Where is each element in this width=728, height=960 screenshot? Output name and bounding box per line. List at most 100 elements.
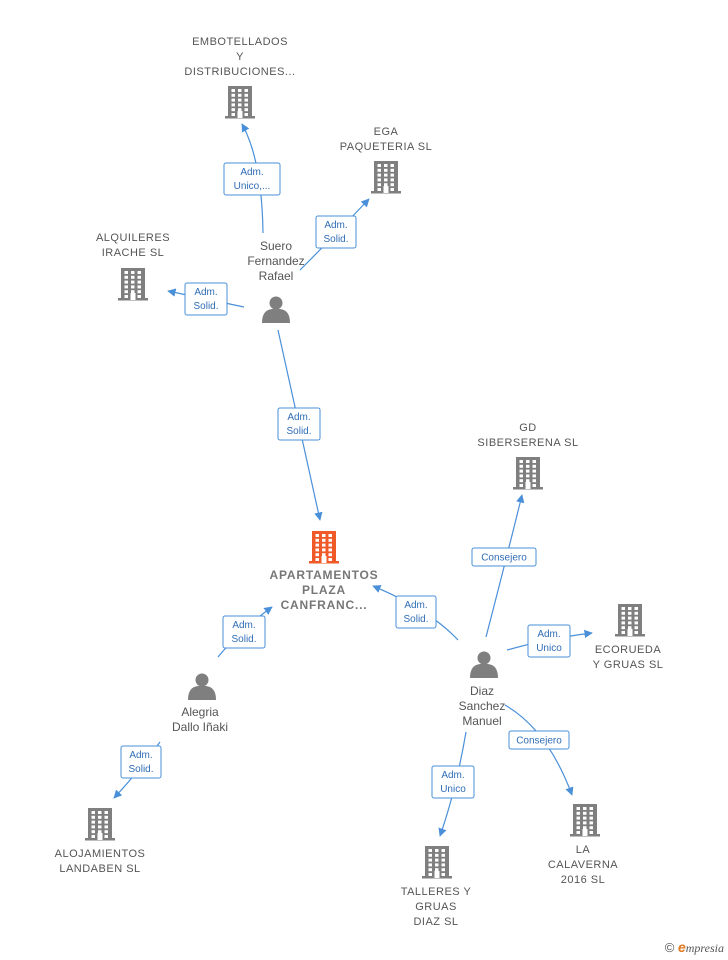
building-window: [322, 538, 326, 542]
building-icon[interactable]: [422, 846, 452, 879]
person-icon[interactable]: [470, 651, 498, 679]
edge-label-box[interactable]: [431, 765, 475, 799]
building-window: [634, 616, 638, 620]
building-icon[interactable]: [371, 161, 401, 194]
building-icon[interactable]: [570, 804, 600, 837]
building-icon[interactable]: [513, 457, 543, 490]
edge-label-text: Adm.: [287, 412, 310, 423]
building-window: [137, 285, 141, 289]
building-window: [98, 811, 102, 814]
edge-label-diaz-to-calaverna[interactable]: Consejero: [508, 730, 570, 750]
edge-label-box[interactable]: [471, 547, 537, 567]
building-window: [377, 168, 381, 172]
node-label-talleres: GRUAS: [415, 901, 457, 913]
building-window: [238, 108, 242, 112]
building-window: [589, 821, 593, 825]
edge-label-box[interactable]: [223, 162, 281, 196]
edge-label-text: Solid.: [403, 614, 428, 625]
building-icon[interactable]: [309, 531, 339, 564]
building-window: [428, 858, 432, 862]
edge-label-diaz-to-gd[interactable]: Consejero: [471, 547, 537, 567]
building-window: [244, 98, 248, 102]
footer: © empresia: [665, 939, 724, 956]
person-icon[interactable]: [262, 296, 290, 324]
building-window: [621, 626, 625, 630]
edge-label-box[interactable]: [315, 215, 357, 249]
brand-logo-text[interactable]: mpresia: [685, 941, 724, 955]
building-window: [231, 108, 235, 112]
building-window: [231, 103, 235, 107]
edge-label-diaz-to-ecorueda[interactable]: Adm.Unico: [527, 624, 571, 658]
building-window: [377, 178, 381, 182]
edge-label-alegria-to-apartamentos[interactable]: Adm.Solid.: [222, 615, 266, 649]
building-window: [91, 825, 95, 829]
building-window: [384, 173, 388, 177]
building-window: [589, 816, 593, 820]
edge-labels: Adm.Unico,...Adm.Solid.Adm.Solid.Adm.Sol…: [120, 162, 571, 799]
building-window: [131, 280, 135, 284]
building-window: [583, 821, 587, 825]
edge-label-diaz-to-talleres[interactable]: Adm.Unico: [431, 765, 475, 799]
edge-label-box[interactable]: [277, 407, 321, 441]
edge-label-box[interactable]: [395, 595, 437, 629]
building-window: [315, 553, 319, 557]
edge-label-suero-to-alquileres[interactable]: Adm.Solid.: [184, 282, 228, 316]
building-window: [91, 835, 95, 838]
building-window: [124, 271, 128, 274]
edge-label-suero-to-apartamentos[interactable]: Adm.Solid.: [277, 407, 321, 441]
building-window: [441, 853, 445, 857]
building-window: [621, 631, 625, 634]
node-apartamentos[interactable]: APARTAMENTOSPLAZACANFRANC...: [270, 531, 379, 612]
edge-label-box[interactable]: [184, 282, 228, 316]
building-window: [377, 188, 381, 191]
edge-label-text: Consejero: [516, 736, 562, 747]
person-icon[interactable]: [188, 673, 216, 701]
edge-label-box[interactable]: [527, 624, 571, 658]
building-window: [390, 168, 394, 172]
person-head: [477, 651, 491, 665]
edge-label-suero-to-embotellados[interactable]: Adm.Unico,...: [223, 162, 281, 196]
building-window: [137, 271, 141, 274]
edge-label-box[interactable]: [120, 745, 162, 779]
building-window: [576, 816, 580, 820]
edge-label-alegria-to-alojamientos[interactable]: Adm.Solid.: [120, 745, 162, 779]
edge-label-text: Unico,...: [234, 181, 271, 192]
building-window: [384, 178, 388, 182]
edge-label-box[interactable]: [222, 615, 266, 649]
brand-logo-initial[interactable]: e: [677, 939, 686, 955]
building-window: [231, 93, 235, 97]
building-window: [328, 553, 332, 557]
building-window: [322, 534, 326, 537]
building-window: [441, 858, 445, 862]
building-icon[interactable]: [85, 808, 115, 841]
building-window: [91, 830, 95, 834]
node-label-embotellados: EMBOTELLADOS: [192, 36, 288, 48]
node-label-embotellados: Y: [236, 51, 244, 63]
building-window: [634, 626, 638, 630]
building-window: [441, 849, 445, 852]
edge-label-suero-to-ega[interactable]: Adm.Solid.: [315, 215, 357, 249]
edge-label-box[interactable]: [508, 730, 570, 750]
building-window: [91, 815, 95, 819]
node-embotellados[interactable]: EMBOTELLADOSYDISTRIBUCIONES...: [184, 36, 295, 119]
node-label-gd: SIBERSERENA SL: [477, 437, 578, 449]
building-icon[interactable]: [118, 268, 148, 301]
building-window: [98, 815, 102, 819]
edge-label-diaz-to-apartamentos[interactable]: Adm.Solid.: [395, 595, 437, 629]
building-window: [435, 868, 439, 872]
node-label-diaz: Manuel: [462, 714, 501, 728]
building-window: [621, 611, 625, 615]
building-icon[interactable]: [615, 604, 645, 637]
node-label-ega: EGA: [374, 126, 399, 138]
building-icon[interactable]: [225, 86, 255, 119]
